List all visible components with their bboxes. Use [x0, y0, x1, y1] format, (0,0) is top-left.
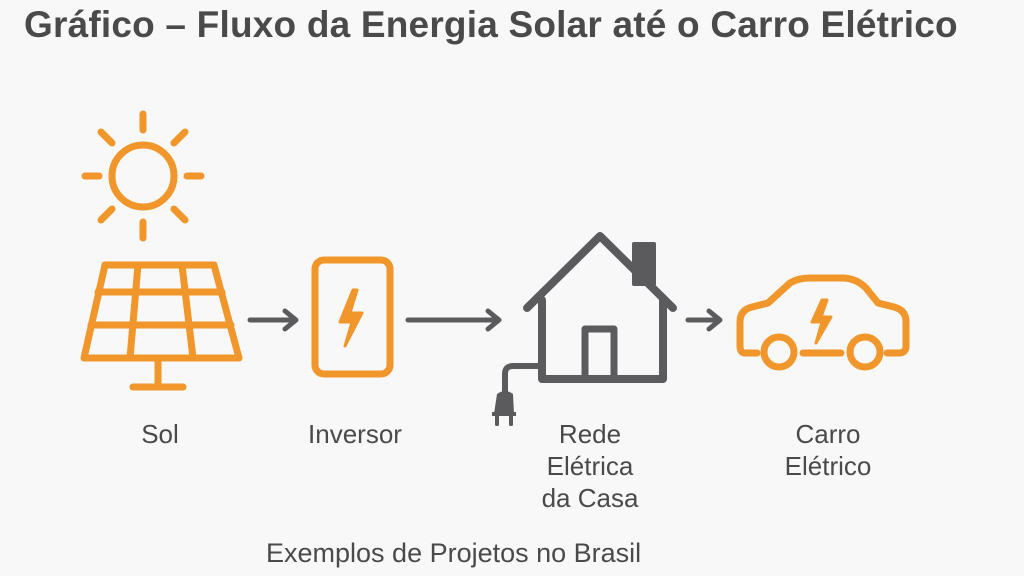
sun-icon	[81, 110, 205, 242]
house-icon	[523, 232, 677, 383]
sol-label: Sol	[141, 419, 179, 449]
rede-label-line-1: Rede	[558, 419, 622, 449]
rede-label-line-2: Elétrica	[546, 451, 634, 481]
solar-panel-icon	[80, 261, 243, 391]
lightning-bolt-icon	[810, 298, 833, 345]
inversor-label: Inversor	[308, 419, 402, 449]
arrow-sol-to-inversor	[247, 308, 299, 332]
arrow-rede-to-carro	[685, 308, 723, 332]
node-label-carro: Carro Elétrico	[758, 418, 898, 482]
node-label-inversor: Inversor	[280, 418, 430, 450]
footer-heading: Exemplos de Projetos no Brasil	[266, 538, 642, 568]
carro-label-line-1: Carro	[795, 419, 861, 449]
node-label-sol: Sol	[110, 418, 210, 450]
page-title: Gráfico – Fluxo da Energia Solar até o C…	[24, 4, 958, 45]
node-label-rede: Rede Elétrica da Casa	[520, 418, 660, 514]
inverter-icon	[311, 256, 394, 378]
rede-label-line-3: da Casa	[541, 483, 639, 513]
arrow-inversor-to-rede	[405, 308, 502, 332]
electric-car-icon	[736, 274, 910, 371]
carro-label-line-2: Elétrico	[784, 451, 872, 481]
lightning-bolt-icon	[338, 288, 364, 348]
plug-icon	[492, 363, 541, 426]
